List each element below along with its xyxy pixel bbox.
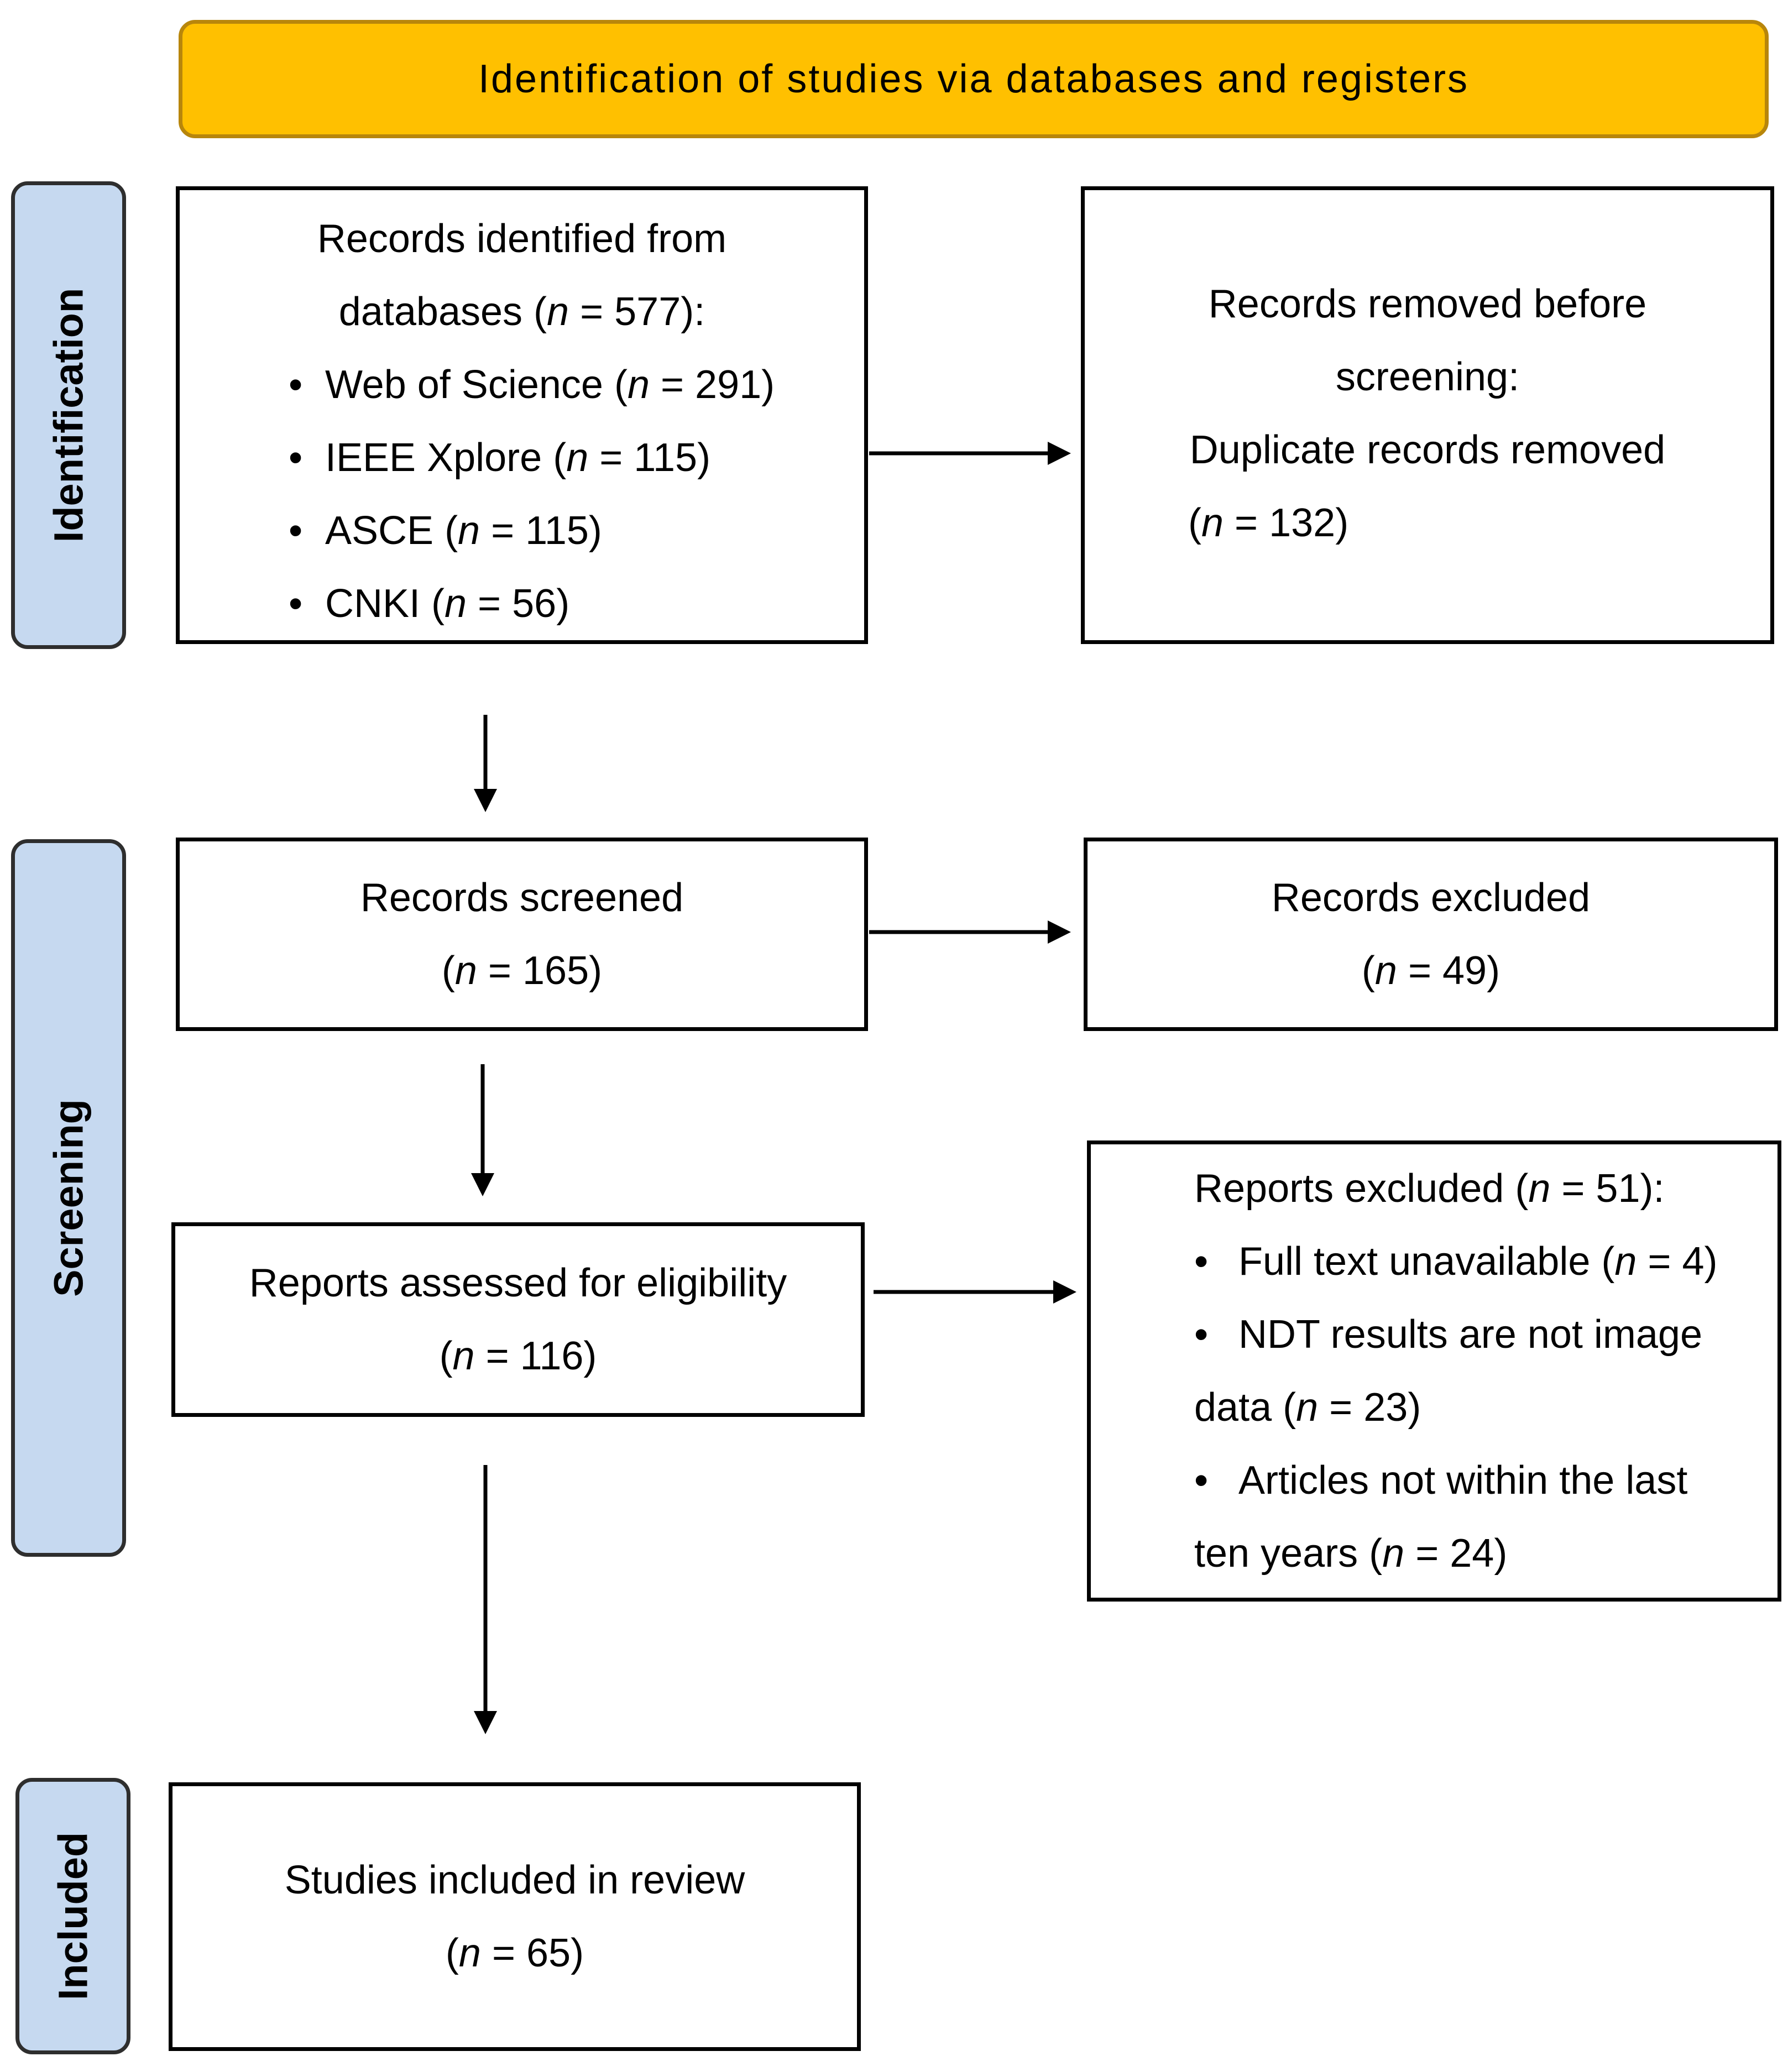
stage-identification: Identification — [11, 181, 126, 649]
reports-excluded-line1: Reports excluded (n = 51): — [1194, 1166, 1665, 1211]
records-removed-box: Records removed before screening: Duplic… — [1081, 186, 1774, 644]
bullet-icon: • — [289, 436, 303, 480]
database-item: •Web of Science (n = 291) — [289, 348, 775, 421]
reports-assessed-line2: (n = 116) — [439, 1334, 597, 1378]
database-list: •Web of Science (n = 291) •IEEE Xplore (… — [289, 348, 775, 640]
reports-assessed-box: Reports assessed for eligibility (n = 11… — [171, 1222, 865, 1417]
database-item: •ASCE (n = 115) — [289, 494, 775, 567]
stage-screening: Screening — [11, 839, 126, 1557]
records-removed-line1: Records removed before — [1208, 282, 1647, 326]
reports-excluded-item3-line2: ten years (n = 24) — [1194, 1531, 1508, 1576]
records-screened-line2: (n = 165) — [441, 949, 603, 993]
banner-title: Identification of studies via databases … — [478, 57, 1469, 101]
bullet-icon: • — [289, 509, 303, 553]
studies-included-line2: (n = 65) — [445, 1931, 584, 1975]
records-excluded-box: Records excluded (n = 49) — [1084, 838, 1778, 1031]
reports-excluded-item2-line1: •NDT results are not image — [1194, 1298, 1702, 1371]
stage-included: Included — [15, 1778, 130, 2054]
reports-assessed-line1: Reports assessed for eligibility — [249, 1261, 787, 1305]
records-removed-line4: (n = 132) — [1188, 501, 1349, 545]
records-screened-line1: Records screened — [360, 876, 684, 920]
records-excluded-line2: (n = 49) — [1361, 949, 1501, 993]
reports-excluded-box: Reports excluded (n = 51): •Full text un… — [1087, 1140, 1781, 1602]
identification-banner: Identification of studies via databases … — [179, 20, 1769, 138]
records-removed-line3: Duplicate records removed — [1189, 428, 1666, 472]
reports-excluded-item3-line1: •Articles not within the last — [1194, 1444, 1687, 1517]
bullet-icon: • — [1194, 1312, 1209, 1357]
records-identified-line2: databases (n = 577): — [338, 290, 705, 334]
records-identified-box: Records identified from databases (n = 5… — [176, 186, 868, 644]
bullet-icon: • — [1194, 1239, 1209, 1284]
reports-excluded-item2-line2: data (n = 23) — [1194, 1385, 1421, 1430]
database-item: •IEEE Xplore (n = 115) — [289, 421, 775, 494]
reports-excluded-item1: •Full text unavailable (n = 4) — [1194, 1225, 1717, 1298]
records-identified-line1: Records identified from — [317, 217, 727, 261]
records-removed-line2: screening: — [1335, 355, 1520, 399]
database-item: •CNKI (n = 56) — [289, 567, 775, 640]
bullet-icon: • — [289, 363, 303, 407]
bullet-icon: • — [289, 582, 303, 626]
bullet-icon: • — [1194, 1458, 1209, 1503]
studies-included-box: Studies included in review (n = 65) — [169, 1782, 861, 2051]
records-excluded-line1: Records excluded — [1271, 876, 1591, 920]
studies-included-line1: Studies included in review — [284, 1858, 745, 1902]
records-screened-box: Records screened (n = 165) — [176, 838, 868, 1031]
